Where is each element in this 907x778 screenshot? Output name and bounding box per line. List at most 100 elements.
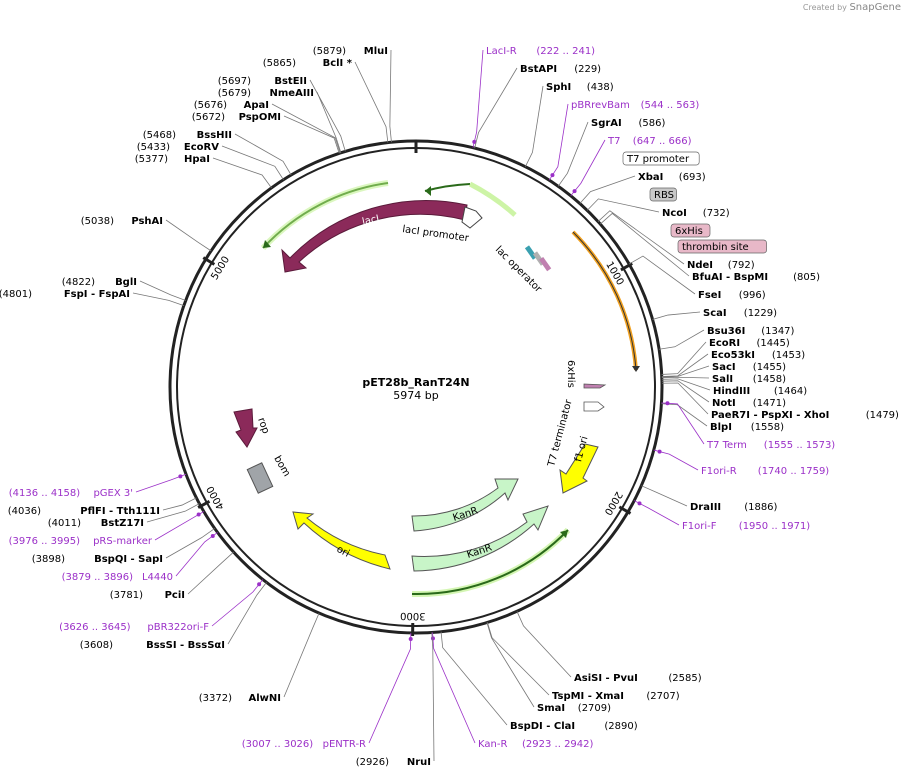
feature-box-label[interactable]: RBS (649, 187, 677, 202)
enzyme-site-label[interactable]: PshAI(5038) (81, 216, 212, 252)
f1-ori-feature[interactable] (559, 443, 599, 494)
enzyme-site-label[interactable]: NcoI(732) (586, 198, 730, 219)
svg-text:pBRrevBam: pBRrevBam (571, 100, 630, 111)
svg-text:(229): (229) (574, 64, 601, 75)
enzyme-site-label[interactable]: BfuAI - BspMI(805) (600, 212, 820, 283)
enzyme-site-label[interactable]: NotI(1471) (661, 380, 786, 409)
feature-box-label[interactable]: 6xHis (670, 223, 711, 238)
primer-label[interactable]: F1ori-R(1740 .. 1759) (653, 449, 830, 477)
feature-box-label[interactable]: thrombin site (677, 239, 767, 254)
enzyme-site-label[interactable]: SmaI(2709) (486, 622, 611, 714)
lac-operator-feature[interactable] (524, 245, 538, 260)
enzyme-site-label[interactable]: BglI(4822) (62, 277, 186, 301)
svg-text:(1229): (1229) (744, 308, 777, 319)
enzyme-site-label[interactable]: SalI(1458) (661, 374, 786, 385)
laci-promoter-label: lacI promoter (402, 224, 471, 244)
svg-text:(5676): (5676) (194, 100, 227, 111)
svg-text:XbaI: XbaI (638, 172, 663, 183)
primer-label[interactable]: T7(647 .. 666) (570, 136, 692, 197)
svg-text:(1479): (1479) (866, 410, 899, 421)
t7-terminator-label: T7 terminator (546, 398, 575, 469)
primer-label[interactable]: pBR322ori-F(3626 .. 3645) (59, 579, 264, 633)
enzyme-site-label[interactable]: PflFI - Tth111I(4036) (8, 497, 197, 517)
enzyme-site-label[interactable]: EcoRI(1445) (661, 338, 790, 375)
enzyme-site-label[interactable]: AsiSI - PvuI(2585) (516, 611, 702, 684)
primer-label[interactable]: LacI-R(222 .. 241) (472, 46, 595, 148)
svg-text:PciI: PciI (165, 590, 185, 601)
primer-label[interactable]: L4440 (3879 .. 3896) (62, 532, 218, 583)
svg-text:(3976 .. 3995): (3976 .. 3995) (9, 536, 81, 547)
svg-text:BstAPI: BstAPI (520, 64, 557, 75)
tick-mark (620, 262, 633, 272)
enzyme-site-label[interactable]: PciI (3781) (110, 551, 234, 601)
his6-feature[interactable] (583, 383, 607, 389)
enzyme-site-label[interactable]: SacI (1455) (661, 362, 786, 378)
svg-text:(5433): (5433) (137, 142, 170, 153)
bom-feature[interactable] (246, 462, 274, 494)
enzyme-site-label[interactable]: MluI(5879) (313, 46, 392, 143)
enzyme-site-label[interactable]: NmeAIII(5679) (218, 88, 342, 153)
svg-text:NdeI: NdeI (687, 260, 713, 271)
enzyme-site-label[interactable]: EcoRV(5433) (137, 142, 284, 180)
enzyme-site-label[interactable]: HpaI(5377) (135, 154, 272, 189)
enzyme-site-label[interactable]: BspQI - SapI(3898) (32, 528, 215, 565)
enzyme-site-label[interactable]: BstZ17I(4011) (48, 503, 200, 529)
svg-text:(3879 .. 3896): (3879 .. 3896) (62, 572, 134, 583)
svg-text:(1464): (1464) (774, 386, 807, 397)
svg-text:(792): (792) (728, 260, 755, 271)
primer-label[interactable]: pBRrevBam(544 .. 563) (548, 100, 699, 181)
svg-text:(5377): (5377) (135, 154, 168, 165)
svg-text:SacI: SacI (712, 362, 736, 373)
primer-label[interactable]: pRS-marker(3976 .. 3995) (9, 511, 205, 547)
enzyme-site-label[interactable]: BspDI - ClaI(2890) (440, 631, 638, 732)
svg-text:(5679): (5679) (218, 88, 251, 99)
svg-text:T7 promoter: T7 promoter (626, 154, 690, 165)
enzyme-site-label[interactable]: BssSI - BssSαI(3608) (80, 582, 267, 651)
enzyme-site-label[interactable]: BstAPI (229) (474, 64, 602, 149)
enzyme-site-label[interactable]: BstEII(5697) (218, 76, 346, 152)
enzyme-site-label[interactable]: PaeR7I - PspXI - XhoI(1479) (661, 382, 899, 421)
primer-label[interactable]: T7 Term(1555 .. 1573) (661, 401, 835, 451)
laci-feature[interactable] (281, 200, 468, 273)
primer-label[interactable]: pGEX 3'(4136 .. 4158) (9, 473, 187, 499)
feature-box-label[interactable]: T7 promoter (622, 151, 700, 166)
enzyme-site-label[interactable]: ScaI(1229) (652, 308, 778, 320)
svg-text:SalI: SalI (712, 374, 733, 385)
laci-promoter-feature[interactable] (461, 206, 483, 229)
enzyme-site-label[interactable]: NdeI (792) (597, 210, 755, 271)
enzyme-site-label[interactable]: TspMI - XmaI(2707) (487, 622, 680, 702)
enzyme-site-label[interactable]: DraIII(1886) (641, 485, 778, 513)
enzyme-site-label[interactable]: AlwNI(3372) (199, 612, 320, 704)
svg-text:(2709): (2709) (578, 703, 611, 714)
primer-label[interactable]: pENTR-R(3007 .. 3026) (242, 632, 413, 750)
enzyme-site-label[interactable]: Bsu36I(1347) (659, 326, 795, 350)
svg-text:(647 .. 666): (647 .. 666) (633, 136, 692, 147)
rop-feature[interactable] (233, 408, 258, 448)
enzyme-site-label[interactable]: FseI(996) (628, 255, 766, 301)
svg-text:(3781): (3781) (110, 590, 143, 601)
enzyme-site-label[interactable]: BclI *(5865) (263, 58, 389, 143)
enzyme-site-label[interactable]: SgrAI(586) (557, 118, 665, 187)
svg-text:(5468): (5468) (143, 130, 176, 141)
kanr-feature-1[interactable] (411, 478, 519, 532)
primer-label[interactable]: F1ori-F(1950 .. 1971) (634, 500, 810, 532)
svg-text:PshAI: PshAI (131, 216, 163, 227)
svg-text:BfuAI - BspMI: BfuAI - BspMI (692, 272, 768, 283)
enzyme-site-label[interactable]: NruI(2926) (356, 632, 435, 768)
enzyme-site-label[interactable]: BssHII(5468) (143, 130, 292, 176)
ori-feature[interactable] (292, 511, 391, 570)
enzyme-site-label[interactable]: ApaI(5676) (194, 100, 341, 154)
svg-text:(2923 .. 2942): (2923 .. 2942) (522, 739, 594, 750)
svg-text:(1455): (1455) (753, 362, 786, 373)
enzyme-site-label[interactable]: FspI - FspAI(4801) (0, 289, 184, 307)
enzyme-site-label[interactable]: XbaI(693) (579, 172, 706, 204)
svg-text:PflFI - Tth111I: PflFI - Tth111I (80, 506, 160, 517)
enzyme-site-label[interactable]: SphI(438) (525, 82, 614, 167)
svg-text:L4440: L4440 (142, 572, 173, 583)
enzyme-site-label[interactable]: HindIII(1464) (661, 378, 807, 397)
enzyme-site-label[interactable]: Eco53kI(1453) (661, 350, 805, 377)
svg-text:Eco53kI: Eco53kI (711, 350, 755, 361)
kanr-feature-2[interactable] (411, 505, 549, 572)
right-annotations: LacI-R(222 .. 241)BstAPI (229) SphI(438)pB… (430, 46, 899, 750)
enzyme-site-label[interactable]: PspOMI(5672) (192, 112, 340, 154)
